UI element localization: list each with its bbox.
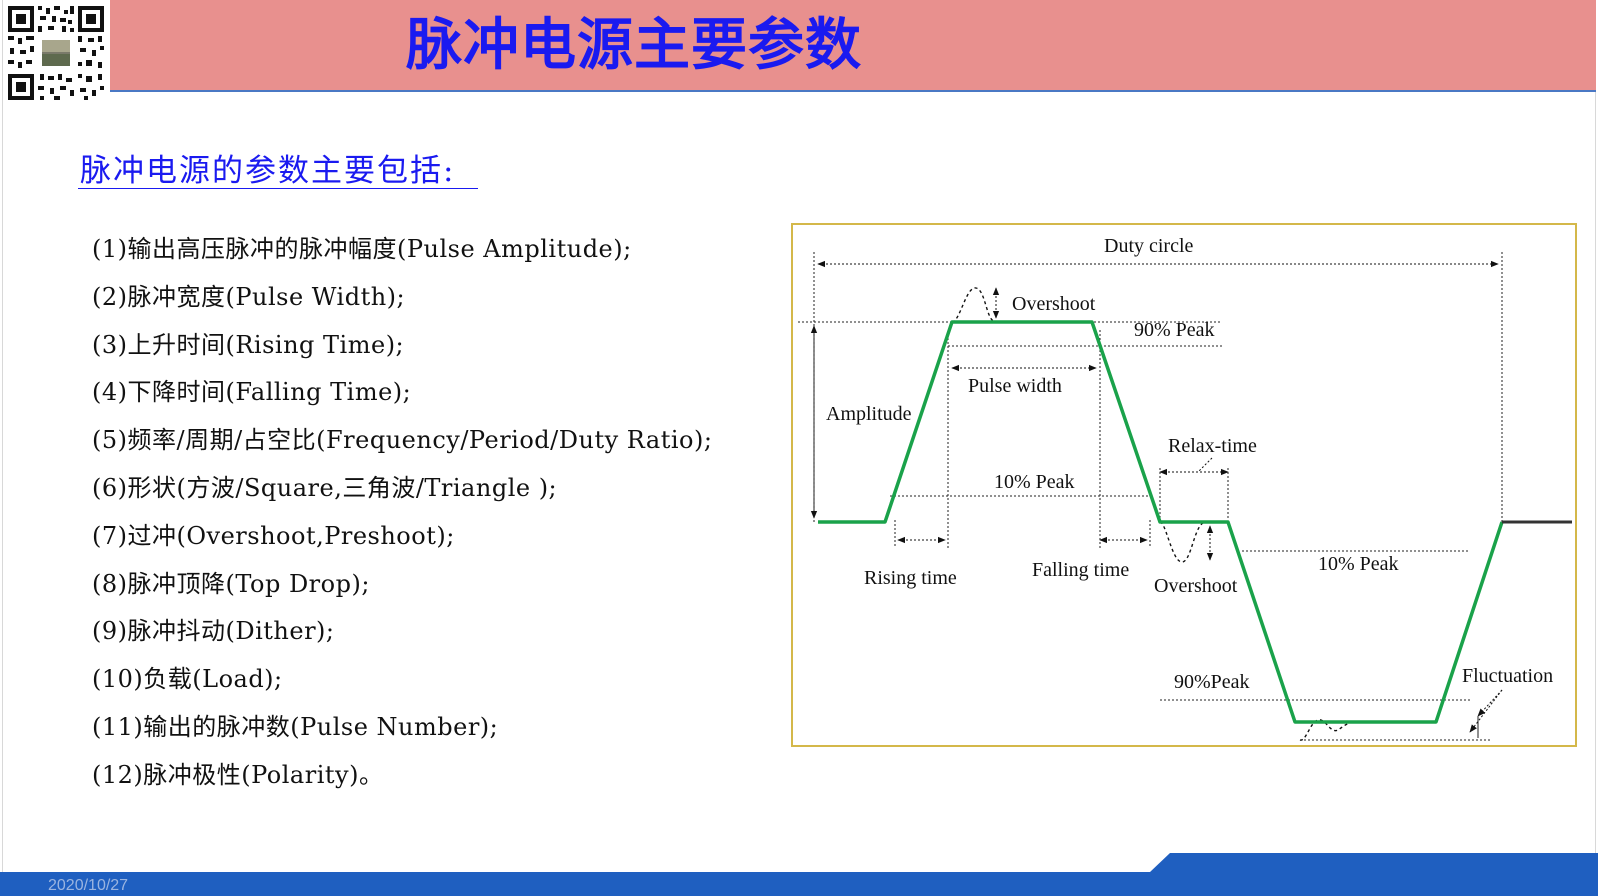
parameter-item: (4)下降时间(Falling Time); xyxy=(92,378,412,407)
parameter-item: (1)输出高压脉冲的脉冲幅度(Pulse Amplitude); xyxy=(92,235,632,263)
section-underline xyxy=(78,188,478,189)
section-heading: 脉冲电源的参数主要包括: xyxy=(80,153,456,189)
title-bar: 脉冲电源主要参数 xyxy=(110,0,1596,92)
parameter-item: (3)上升时间(Rising Time); xyxy=(92,330,405,359)
qr-code-icon xyxy=(6,4,106,102)
parameter-item: (12)脉冲极性(Polarity)。 xyxy=(92,760,384,789)
footer-date: 2020/10/27 xyxy=(48,877,129,894)
parameter-item: (6)形状(方波/Square,三角波/Triangle ); xyxy=(92,473,558,502)
parameter-item: (7)过冲(Overshoot,Preshoot); xyxy=(92,521,455,550)
parameter-item: (11)输出的脉冲数(Pulse Number); xyxy=(92,712,499,741)
parameter-item: (8)脉冲顶降(Top Drop); xyxy=(92,569,370,598)
parameter-item: (5)频率/周期/占空比(Frequency/Period/Duty Ratio… xyxy=(92,426,713,455)
parameter-item: (2)脉冲宽度(Pulse Width); xyxy=(92,282,406,311)
parameter-item: (9)脉冲抖动(Dither); xyxy=(92,617,335,646)
slide-title: 脉冲电源主要参数 xyxy=(406,13,862,78)
parameter-list: (1)输出高压脉冲的脉冲幅度(Pulse Amplitude); (2)脉冲宽度… xyxy=(92,232,712,806)
parameter-item: (10)负载(Load); xyxy=(92,665,283,694)
